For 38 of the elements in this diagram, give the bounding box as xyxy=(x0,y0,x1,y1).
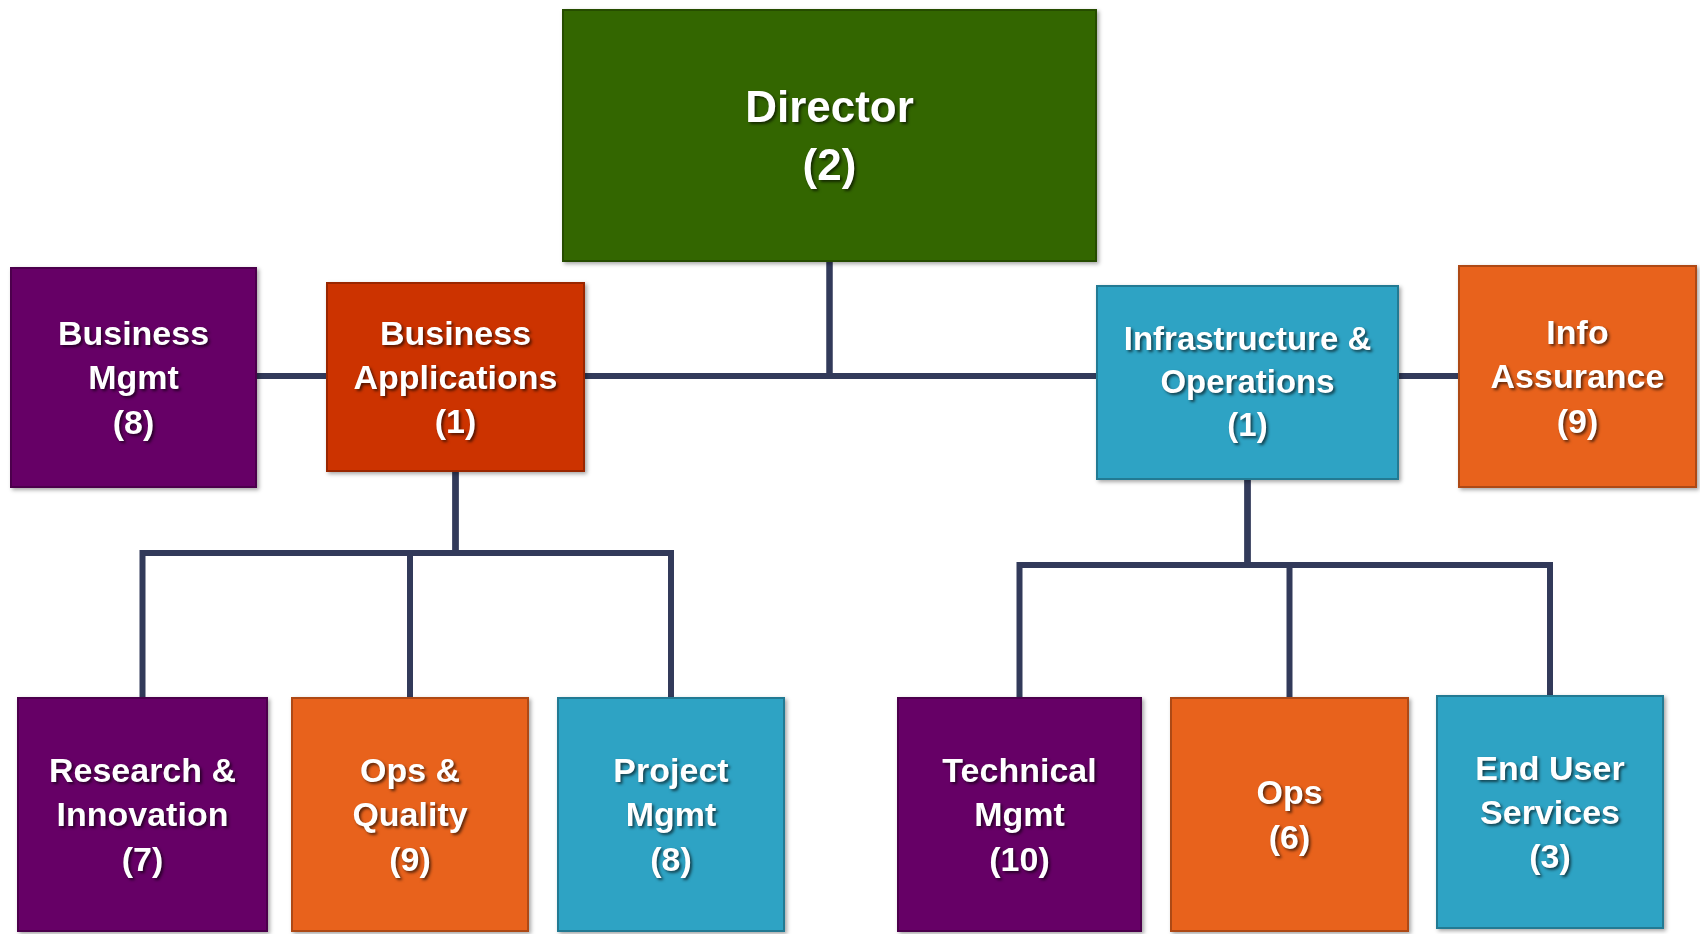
staff-count: (2) xyxy=(801,138,858,191)
org-unit-box xyxy=(10,267,257,488)
unit-name: Director xyxy=(744,81,915,134)
org-unit-box xyxy=(1096,285,1399,480)
staff-count: (6) xyxy=(1267,816,1312,858)
connector-line xyxy=(257,373,326,379)
unit-name: Research & Innovation xyxy=(47,750,238,836)
staff-count: (8) xyxy=(111,401,156,443)
unit-name: Ops xyxy=(1255,772,1324,814)
staff-count: (8) xyxy=(649,838,693,880)
staff-count: (7) xyxy=(120,838,165,880)
org-unit-box xyxy=(557,697,785,932)
connector-line xyxy=(826,262,1096,379)
unit-name: Ops & Quality xyxy=(351,750,469,836)
staff-count: (9) xyxy=(1555,400,1600,442)
staff-count: (3) xyxy=(1528,836,1572,878)
unit-name: Business Applications xyxy=(352,312,559,398)
org-unit-box xyxy=(17,697,268,932)
staff-count: (10) xyxy=(988,838,1051,880)
unit-name: Technical Mgmt xyxy=(941,750,1098,836)
unit-name: End User Services xyxy=(1474,747,1626,833)
connector-line xyxy=(1244,480,1553,695)
unit-name: Business Mgmt xyxy=(56,313,211,399)
org-unit-box xyxy=(1458,265,1697,488)
org-unit-box xyxy=(1170,697,1409,932)
org-unit-box xyxy=(326,282,585,472)
connector-line xyxy=(1399,373,1458,379)
org-unit-box xyxy=(291,697,529,932)
unit-name: Info Assurance xyxy=(1489,312,1666,398)
org-unit-box xyxy=(897,697,1142,932)
org-unit-box xyxy=(562,9,1097,262)
unit-name: Project Mgmt xyxy=(612,750,730,836)
staff-count: (1) xyxy=(433,401,478,443)
org-unit-box xyxy=(1436,695,1664,929)
staff-count: (9) xyxy=(388,838,432,880)
connector-line xyxy=(452,472,674,697)
staff-count: (1) xyxy=(1226,404,1269,445)
unit-name: Infrastructure & Operations xyxy=(1122,319,1373,403)
